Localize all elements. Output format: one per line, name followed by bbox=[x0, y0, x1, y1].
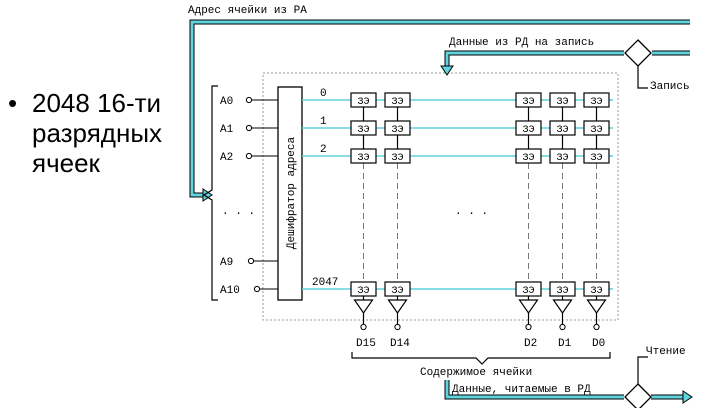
data-in-label: Данные из РД на запись bbox=[449, 37, 594, 49]
address-bus bbox=[189, 19, 690, 202]
output-driver bbox=[387, 299, 408, 315]
memory-cell-label: ЗЭ bbox=[522, 153, 534, 164]
memory-cell bbox=[515, 92, 542, 108]
memory-cell-label: ЗЭ bbox=[556, 97, 568, 108]
output-d14: D14 bbox=[390, 338, 410, 350]
data-in-bus bbox=[440, 39, 690, 89]
memory-cell-label: ЗЭ bbox=[522, 125, 534, 136]
memory-cell bbox=[350, 92, 377, 108]
memory-cell-label: ЗЭ bbox=[522, 97, 534, 108]
address-in-label: Адрес ячейки из РА bbox=[188, 5, 307, 17]
memory-cell-label: ЗЭ bbox=[357, 286, 369, 297]
memory-cell-label: ЗЭ bbox=[590, 153, 602, 164]
output-driver bbox=[586, 299, 607, 315]
data-out-label: Данные, читаемые в РД bbox=[452, 384, 591, 396]
output-driver bbox=[552, 299, 573, 315]
memory-cell bbox=[515, 120, 542, 136]
memory-cell bbox=[583, 148, 610, 164]
content-brace bbox=[351, 352, 611, 365]
write-label: Запись bbox=[650, 81, 690, 93]
memory-cell-label: ЗЭ bbox=[391, 153, 403, 164]
memory-cell bbox=[583, 92, 610, 108]
bullet-line-3: ячеек bbox=[32, 148, 101, 178]
matrix-frame bbox=[262, 72, 619, 321]
memory-cell-label: ЗЭ bbox=[357, 97, 369, 108]
addr-a1: A1 bbox=[220, 124, 234, 136]
memory-cell-label: ЗЭ bbox=[357, 125, 369, 136]
memory-cell-label: ЗЭ bbox=[590, 97, 602, 108]
memory-cell bbox=[384, 120, 411, 136]
addr-a2: A2 bbox=[220, 152, 233, 164]
output-pin bbox=[559, 323, 566, 331]
memory-cell bbox=[350, 148, 377, 164]
memory-cell bbox=[515, 148, 542, 164]
row-number-2: 2 bbox=[320, 144, 327, 156]
matrix-ellipsis: . . . bbox=[455, 206, 488, 218]
bullet-marker: • bbox=[8, 88, 17, 118]
memory-cell-label: ЗЭ bbox=[391, 125, 403, 136]
row-number-0: 0 bbox=[320, 88, 327, 100]
memory-cell bbox=[350, 120, 377, 136]
decoder-label: Дешифратор адреса bbox=[285, 136, 298, 249]
output-d2: D2 bbox=[524, 338, 537, 350]
addr-a9: A9 bbox=[220, 257, 233, 269]
memory-cell bbox=[549, 92, 576, 108]
memory-cell-label: ЗЭ bbox=[556, 286, 568, 297]
row-number-1: 1 bbox=[320, 116, 327, 128]
addr-a0: A0 bbox=[220, 96, 233, 108]
memory-cell-label: ЗЭ bbox=[556, 153, 568, 164]
memory-cell-label: ЗЭ bbox=[556, 125, 568, 136]
output-driver bbox=[518, 299, 539, 315]
memory-cells: ЗЭ ЗЭ ЗЭ ЗЭ ЗЭ ЗЭ ЗЭ ЗЭ ЗЭ ЗЭ ЗЭ ЗЭ ЗЭ ЗЭ ЗЭ ЗЭ ЗЭ ЗЭ ЗЭ ЗЭ bbox=[350, 92, 610, 331]
address-decoder bbox=[277, 86, 303, 301]
address-pins: A0 A1 A2 A9 A10 . . . bbox=[220, 96, 278, 297]
bullet-line-2: разрядных bbox=[32, 118, 162, 148]
memory-cell-label: ЗЭ bbox=[590, 125, 602, 136]
content-label: Содержимое ячейки bbox=[420, 367, 532, 379]
memory-cell bbox=[549, 120, 576, 136]
row-number-2047: 2047 bbox=[312, 277, 338, 289]
memory-cell-label: ЗЭ bbox=[391, 97, 403, 108]
output-pin bbox=[593, 323, 600, 331]
output-driver bbox=[353, 299, 374, 315]
memory-cell bbox=[384, 148, 411, 164]
addr-ellipsis: . . . bbox=[222, 206, 255, 218]
addr-a10: A10 bbox=[220, 285, 240, 297]
output-d1: D1 bbox=[558, 338, 572, 350]
read-label: Чтение bbox=[646, 346, 686, 358]
output-pin bbox=[394, 323, 401, 331]
memory-cell bbox=[384, 92, 411, 108]
write-gate-diamond bbox=[624, 39, 652, 67]
output-pin bbox=[360, 323, 367, 331]
address-brace bbox=[202, 85, 218, 301]
memory-cell-label: ЗЭ bbox=[590, 286, 602, 297]
memory-cell-label: ЗЭ bbox=[522, 286, 534, 297]
read-gate-diamond bbox=[624, 383, 652, 408]
output-d0: D0 bbox=[592, 338, 605, 350]
memory-cell-label: ЗЭ bbox=[391, 286, 403, 297]
read-bus bbox=[444, 356, 693, 408]
output-pin bbox=[525, 323, 532, 331]
memory-cell bbox=[549, 148, 576, 164]
memory-cell-label: ЗЭ bbox=[357, 153, 369, 164]
bullet-line-1: 2048 16-ти bbox=[32, 88, 161, 118]
output-d15: D15 bbox=[356, 338, 376, 350]
memory-cell bbox=[583, 120, 610, 136]
